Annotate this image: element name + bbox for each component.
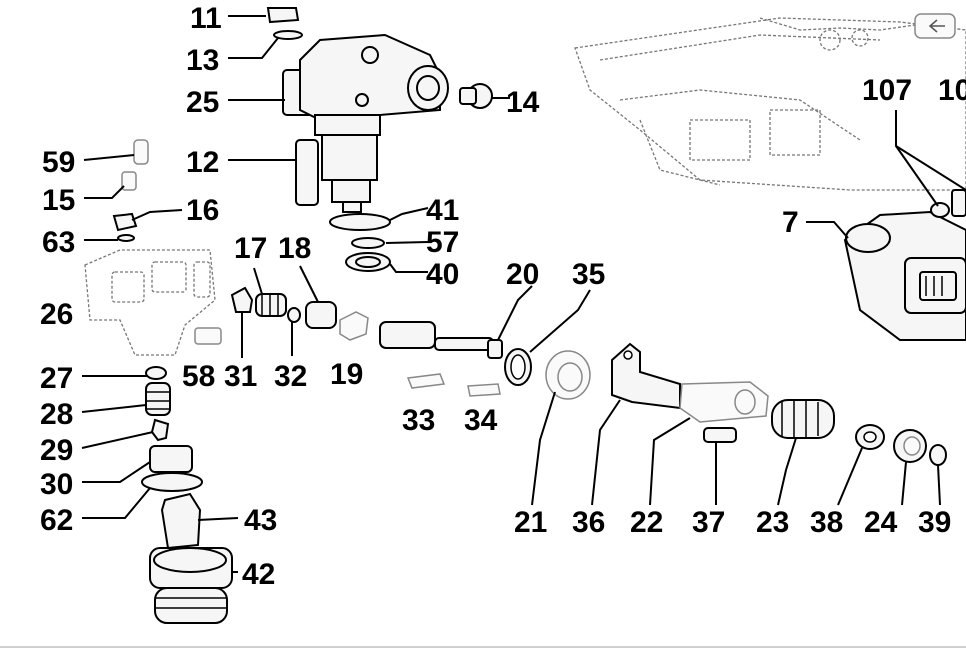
- cup-24: [893, 429, 927, 463]
- pump-head-25: [282, 33, 449, 213]
- label-39: 39: [918, 506, 951, 539]
- label-63: 63: [42, 226, 75, 259]
- label-31: 31: [224, 360, 257, 393]
- label-57: 57: [426, 226, 459, 259]
- seals-41-57-40: [329, 213, 391, 272]
- label-13: 13: [186, 44, 219, 77]
- cap-42: [149, 547, 233, 624]
- label-24: 24: [864, 506, 898, 539]
- label-23: 23: [756, 506, 789, 539]
- part-number-labels: 11 13 25 14 59 12 15 16 41 63 17 18 57 4…: [40, 2, 966, 591]
- bracket-22: [679, 381, 769, 423]
- engine-block-background: [574, 13, 966, 191]
- actuator-7: [843, 189, 966, 341]
- nut-11: [266, 7, 300, 24]
- label-33: 33: [402, 404, 435, 437]
- oring-13: [273, 30, 303, 40]
- label-19: 19: [330, 358, 363, 391]
- label-29: 29: [40, 434, 73, 467]
- label-21: 21: [514, 506, 547, 539]
- plug-14: [459, 83, 493, 109]
- disc-21: [545, 350, 591, 400]
- label-15: 15: [42, 184, 75, 217]
- label-41: 41: [426, 194, 459, 227]
- label-35: 35: [572, 258, 605, 291]
- label-18: 18: [278, 232, 311, 265]
- label-12: 12: [186, 146, 219, 179]
- small-parts-left: [112, 139, 149, 242]
- parts-31-32-17-18-19: [230, 286, 369, 341]
- label-30: 30: [40, 468, 73, 501]
- valve-stack: [141, 366, 203, 492]
- oring-35: [504, 348, 532, 386]
- label-32: 32: [274, 360, 307, 393]
- label-36: 36: [572, 506, 605, 539]
- label-37: 37: [692, 506, 725, 539]
- label-58: 58: [182, 360, 215, 393]
- clips-33-34: [406, 373, 501, 397]
- label-7: 7: [782, 206, 799, 239]
- lever-36: [611, 342, 681, 410]
- label-38: 38: [810, 506, 843, 539]
- label-11: 11: [190, 2, 222, 35]
- leader-lines: [81, 15, 966, 573]
- label-22: 22: [630, 506, 663, 539]
- label-27: 27: [40, 362, 73, 395]
- spring-23: [771, 399, 835, 439]
- screw-37: [703, 427, 737, 443]
- label-26: 26: [40, 298, 73, 331]
- label-62: 62: [40, 504, 73, 537]
- label-14: 14: [506, 86, 540, 119]
- label-59: 59: [42, 146, 75, 179]
- shaft-20: [379, 321, 503, 359]
- clip-39: [929, 444, 947, 466]
- label-25: 25: [186, 86, 219, 119]
- washer-38: [855, 424, 885, 450]
- label-43: 43: [244, 504, 277, 537]
- label-28: 28: [40, 398, 73, 431]
- label-42: 42: [242, 558, 275, 591]
- pin-12: [295, 139, 319, 206]
- label-20: 20: [506, 258, 539, 291]
- label-40: 40: [426, 258, 459, 291]
- label-10-partial: 10: [938, 74, 966, 107]
- label-34: 34: [464, 404, 498, 437]
- nozzle-43: [160, 492, 202, 550]
- label-107: 107: [862, 74, 912, 107]
- housing-26: [84, 249, 222, 356]
- label-16: 16: [186, 194, 219, 227]
- label-17: 17: [234, 232, 267, 265]
